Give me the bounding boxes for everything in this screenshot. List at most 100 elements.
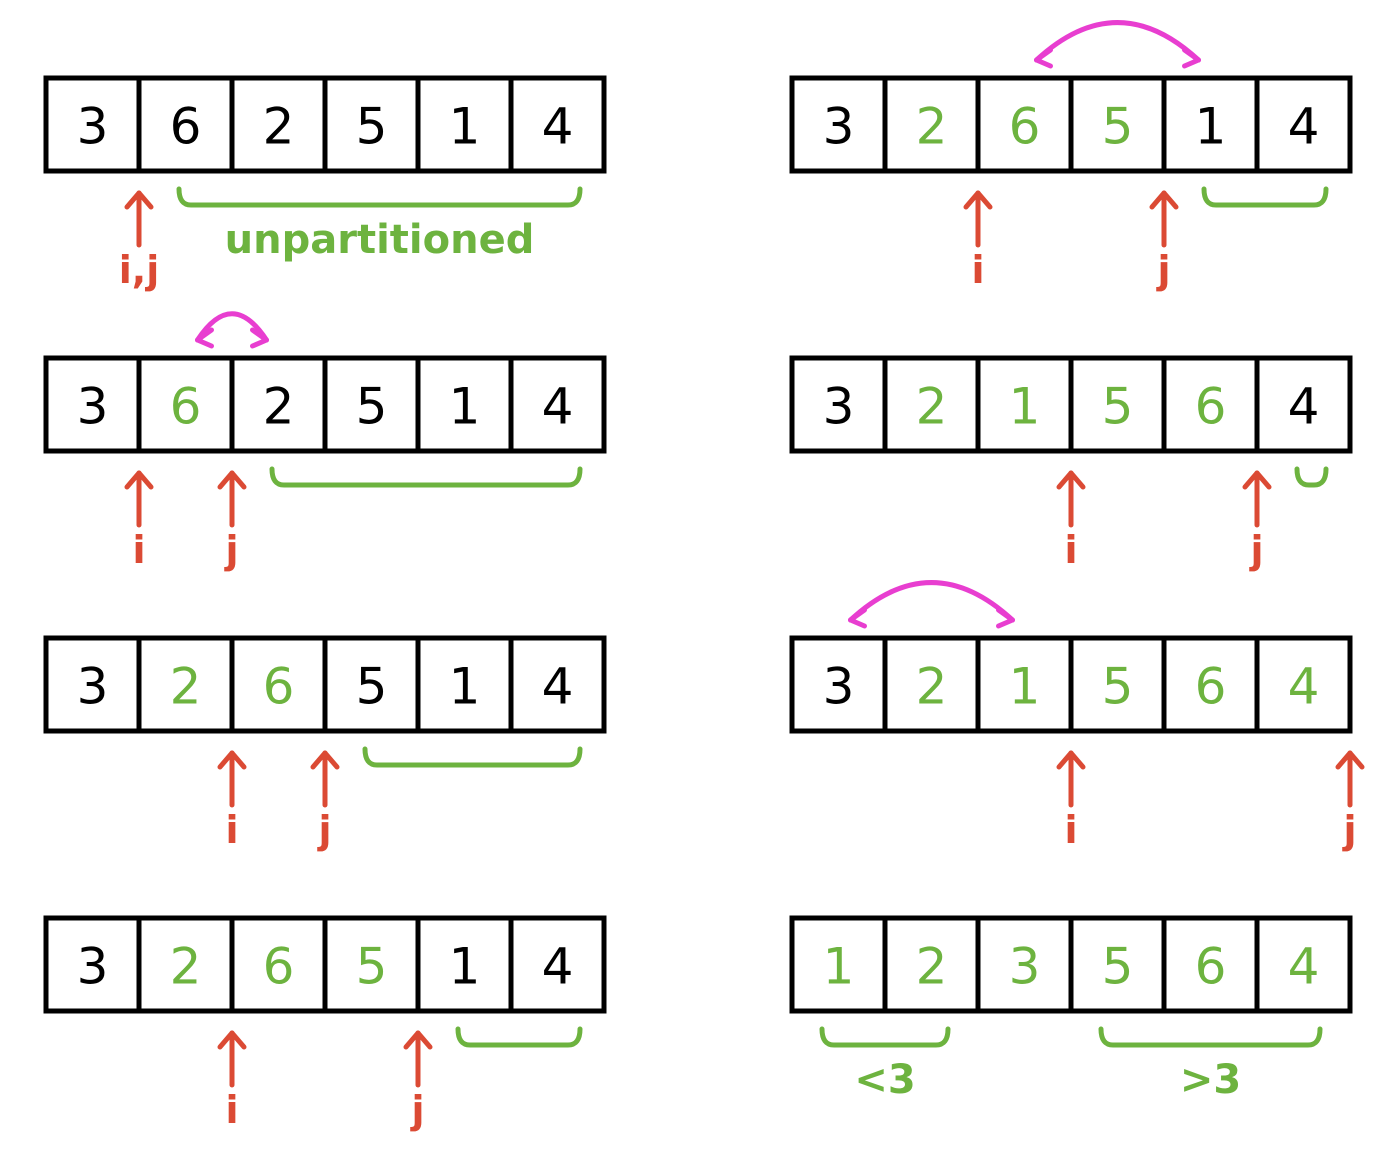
array-cell [975,355,1074,454]
cell-value: 3 [77,98,109,156]
cell-value: 6 [170,98,202,156]
array-cell [43,75,142,174]
pointer-label: i [132,528,145,572]
pointer-label: j [223,528,238,572]
cell-value: 6 [263,938,295,996]
cell-value: 6 [263,658,295,716]
array-cell [136,635,235,734]
cell-value: 3 [77,658,109,716]
pointer-label: j [1341,808,1356,852]
cell-value: 5 [1102,938,1134,996]
cell-value: 1 [449,658,481,716]
array-cell [415,355,514,454]
array-cell [975,75,1074,174]
cell-value: 1 [1009,378,1041,436]
array-cell [415,75,514,174]
swap-arrowhead-left [848,607,867,629]
pointer-label: j [1155,248,1170,292]
pointer-label: i [1064,808,1077,852]
array-cell [508,915,607,1014]
cell-value: 4 [1288,98,1320,156]
array-cell [882,75,981,174]
partition-brace [819,1026,951,1048]
array-cell [43,915,142,1014]
cell-value: 4 [1288,938,1320,996]
cell-value: 5 [1102,378,1134,436]
cell-value: 6 [1195,378,1227,436]
cell-value: 4 [542,98,574,156]
swap-arrowhead-right [996,607,1015,629]
array-cell [43,355,142,454]
pointer-arrowhead [1056,750,1086,770]
cell-value: 5 [1102,658,1134,716]
array-cell [508,635,607,734]
pointer-arrowhead [1335,750,1365,770]
array-cell [229,355,328,454]
cell-value: 1 [449,98,481,156]
cell-value: 5 [1102,98,1134,156]
pointer-arrowhead [124,190,154,210]
array-cell [136,915,235,1014]
cell-value: 1 [449,938,481,996]
unpartitioned-brace [362,746,583,768]
cell-value: 5 [356,938,388,996]
array-cell [508,75,607,174]
pointer-arrowhead [1149,190,1179,210]
pointer-label: j [316,808,331,852]
swap-arrowhead-right [1182,47,1201,69]
cell-value: 2 [263,98,295,156]
array-cell [1254,915,1353,1014]
cell-value: 2 [916,378,948,436]
swap-arrow [848,580,1015,623]
cell-value: 2 [916,98,948,156]
pointer-arrowhead [963,190,993,210]
cell-value: 3 [77,378,109,436]
pointer-label: j [1248,528,1263,572]
array-cell [975,915,1074,1014]
swap-arrowhead-left [195,327,214,349]
array-cell [882,915,981,1014]
array-cell [882,355,981,454]
pointer-label: i [1064,528,1077,572]
array-cell [789,75,888,174]
array-cell [1254,75,1353,174]
cell-value: 5 [356,658,388,716]
array-cell [1161,75,1260,174]
cell-value: 6 [1009,98,1041,156]
cell-value: 2 [916,658,948,716]
cell-value: 1 [823,938,855,996]
cell-value: 6 [1195,938,1227,996]
unpartitioned-brace-label: unpartitioned [225,217,535,263]
pointer-arrowhead [217,470,247,490]
array-cell [415,635,514,734]
array-cell [136,355,235,454]
pointer-arrowhead [310,750,340,770]
pointer-arrowhead [1242,470,1272,490]
swap-arrow [195,311,269,343]
swap-arrowhead-left [1034,47,1053,69]
cell-value: 4 [1288,658,1320,716]
pointer-arrowhead [124,470,154,490]
cell-value: 4 [542,938,574,996]
array-cell [229,75,328,174]
cell-value: 5 [356,378,388,436]
unpartitioned-brace [176,186,583,208]
array-cell [789,635,888,734]
array-cell [43,635,142,734]
unpartitioned-brace [1294,466,1329,488]
pointer-arrowhead [217,1030,247,1050]
cell-value: 1 [1009,658,1041,716]
swap-arrow [1034,20,1201,63]
pointer-arrowhead [1056,470,1086,490]
cell-value: 2 [916,938,948,996]
cell-value: 3 [77,938,109,996]
cell-value: 2 [170,938,202,996]
cell-value: 6 [170,378,202,436]
